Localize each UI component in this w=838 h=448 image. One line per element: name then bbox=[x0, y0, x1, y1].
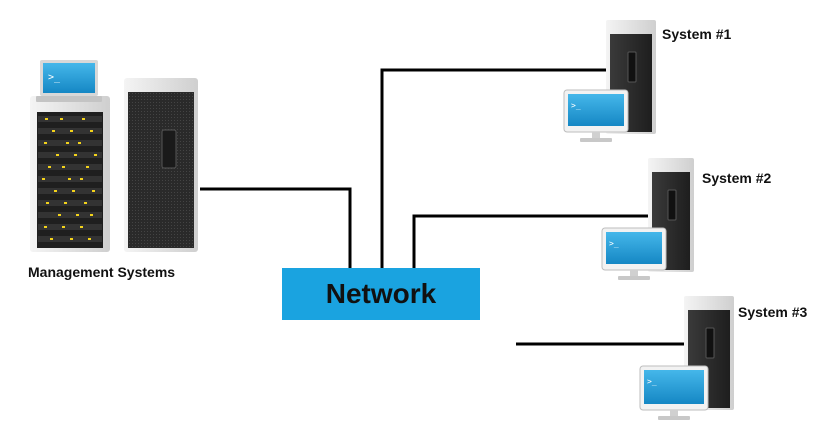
network-label: Network bbox=[325, 278, 437, 309]
system-1-computer-icon: >_ bbox=[563, 20, 656, 142]
system-1-label: System #1 bbox=[662, 26, 732, 42]
line-management-to-network bbox=[200, 187, 352, 268]
rack-server-icon: >_ bbox=[30, 60, 110, 252]
connection-lines bbox=[200, 68, 688, 346]
network-box-bg bbox=[282, 268, 480, 320]
management-tower-icon bbox=[124, 78, 198, 252]
svg-text:>_: >_ bbox=[48, 72, 61, 83]
svg-text:>_: >_ bbox=[609, 239, 619, 248]
line-network-to-system-1 bbox=[380, 68, 608, 268]
management-systems-label: Management Systems bbox=[28, 264, 176, 280]
line-network-to-system-2 bbox=[412, 214, 650, 268]
system-3-label: System #3 bbox=[738, 304, 808, 320]
system-3-computer-icon: >_ bbox=[639, 296, 734, 420]
system-2-label: System #2 bbox=[702, 170, 772, 186]
svg-text:>_: >_ bbox=[647, 377, 657, 386]
svg-text:>_: >_ bbox=[571, 101, 581, 110]
system-2-computer-icon: >_ bbox=[601, 158, 694, 280]
